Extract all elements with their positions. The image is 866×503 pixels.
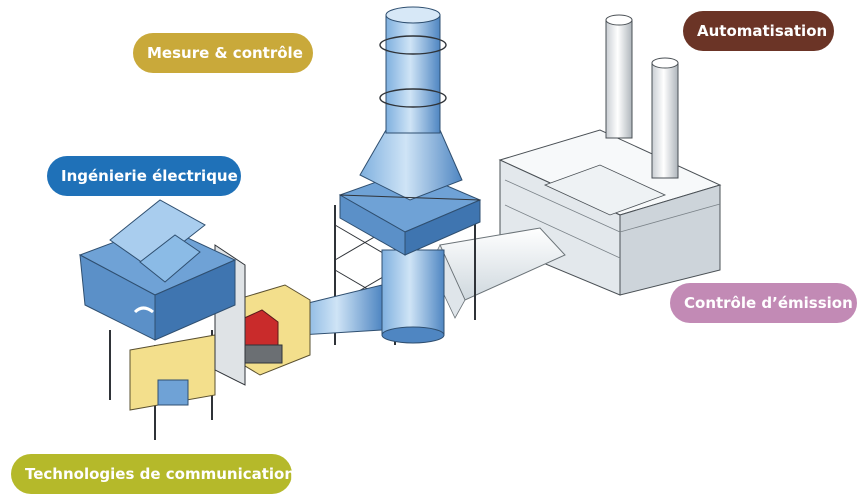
technologies-communication-label[interactable]: Technologies de communication — [11, 454, 295, 494]
absorber-tower — [334, 6, 482, 345]
fan-housing — [234, 284, 311, 376]
connecting-duct — [429, 227, 566, 319]
boiler-unit — [78, 199, 246, 440]
automatisation-label[interactable]: Automatisation — [683, 11, 834, 51]
chimney-stacks — [605, 14, 679, 179]
emission-building — [498, 129, 722, 296]
ingenierie-electrique-label[interactable]: Ingénierie électrique — [47, 156, 241, 196]
mesure-controle-label[interactable]: Mesure & contrôle — [133, 33, 313, 73]
controle-emission-label[interactable]: Contrôle d’émission — [670, 283, 857, 323]
